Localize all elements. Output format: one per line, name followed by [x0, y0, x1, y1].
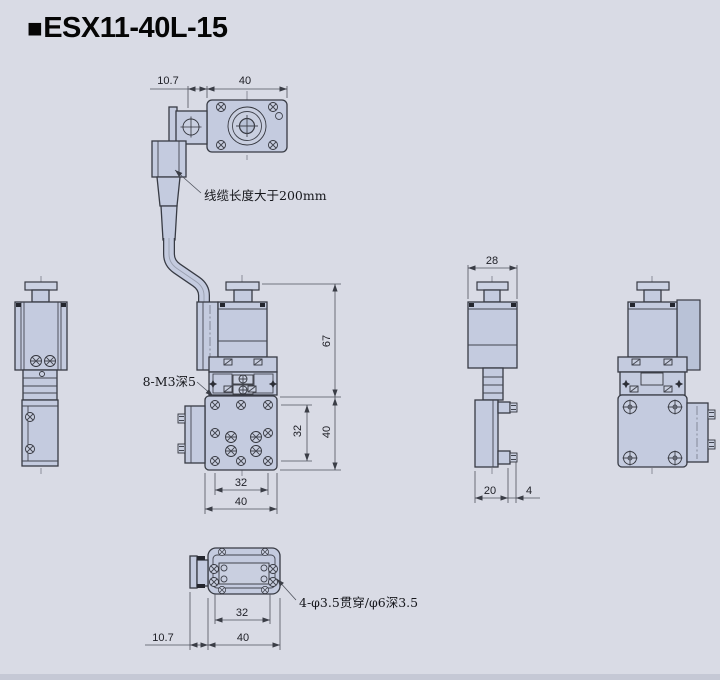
- motor-knob: [225, 281, 260, 303]
- clamp-block: [497, 450, 511, 465]
- screw-icon: [209, 577, 219, 587]
- screw-icon: [25, 444, 35, 454]
- through-holes-label: 4-φ3.5贯穿/φ6深3.5: [299, 595, 418, 610]
- connector-profile: [189, 555, 198, 589]
- dim-front-height: 67: [321, 335, 333, 347]
- dim-bottom-holes: 32: [236, 607, 248, 619]
- right-limit-block: [686, 402, 709, 463]
- cable-note: 线缆长度大于200mm: [173, 168, 327, 203]
- screw-icon: [25, 412, 35, 422]
- dim-front-slide: 32: [292, 425, 304, 437]
- tapped-holes-note: 8-M3深5: [143, 374, 215, 398]
- motor-body: [217, 301, 268, 358]
- tapped-holes-label: 8-M3深5: [143, 374, 196, 389]
- left-limit-block: [177, 405, 206, 464]
- screw-icon: [268, 564, 278, 574]
- through-holes-note: 4-φ3.5贯穿/φ6深3.5: [275, 577, 418, 610]
- clamp-screw-icon: [629, 385, 639, 393]
- page-title: ■ ESX11-40L-15: [27, 12, 228, 45]
- screw-icon: [250, 431, 262, 443]
- dim-side-base: 20: [484, 485, 496, 497]
- screw-icon: [268, 140, 278, 150]
- dim-bottom-offset: 10.7: [152, 632, 173, 644]
- stop-screw-icon: [707, 439, 716, 450]
- bottom-view: [189, 547, 281, 595]
- dim-side-tab: 4: [526, 485, 532, 497]
- stop-screw-icon: [177, 413, 186, 424]
- stop-screw-icon: [509, 402, 518, 413]
- front-dimensions: 67 40 32 32 40: [204, 283, 341, 514]
- dim-front-holes: 32: [235, 477, 247, 489]
- clamp-screw-icon: [631, 358, 641, 366]
- title-marker-icon: ■: [27, 13, 43, 43]
- clamp-screw-icon: [253, 358, 263, 366]
- clamp-screw-icon: [223, 385, 233, 393]
- dim-top-width: 40: [239, 75, 251, 87]
- screw-icon: [250, 445, 262, 457]
- screw-icon: [225, 431, 237, 443]
- dim-front-body: 40: [321, 426, 333, 438]
- screw-icon: [238, 385, 248, 395]
- screw-icon: [268, 102, 278, 112]
- dim-front-width: 40: [235, 496, 247, 508]
- dim-bottom-width: 40: [237, 632, 249, 644]
- screw-icon: [268, 577, 278, 587]
- cable-length-note: 线缆长度大于200mm: [204, 188, 327, 203]
- carriage: [208, 371, 278, 396]
- screw-icon: [216, 102, 226, 112]
- front-view: [177, 275, 278, 480]
- clamp-screw-icon: [223, 358, 233, 366]
- dim-top-offset: 10.7: [157, 75, 178, 87]
- screw-icon: [30, 355, 42, 367]
- clamp-screw-icon: [247, 385, 257, 393]
- clamp-block: [497, 401, 511, 414]
- stop-screw-icon: [177, 443, 186, 454]
- side-view: 28 20 4: [467, 255, 540, 503]
- bottom-strip: [0, 674, 720, 680]
- stop-screw-icon: [509, 452, 518, 463]
- rear-view: [617, 276, 716, 474]
- cable-connector: [151, 140, 187, 178]
- screw-icon: [209, 564, 219, 574]
- top-dimensions: 10.7 40: [150, 75, 288, 108]
- base-plate: [204, 395, 278, 471]
- clamp-screw-icon: [663, 358, 673, 366]
- model-number: ESX11-40L-15: [43, 12, 228, 44]
- bottom-dimensions: 32 10.7 40: [145, 592, 281, 650]
- stop-screw-icon: [707, 409, 716, 420]
- top-view: [168, 91, 288, 160]
- cable-assembly: [151, 140, 210, 303]
- motor-flange: [208, 356, 278, 373]
- dim-side-depth: 28: [486, 255, 498, 267]
- clamp-screw-icon: [663, 385, 673, 393]
- screw-icon: [238, 374, 248, 384]
- left-view: [14, 276, 68, 474]
- screw-icon: [216, 140, 226, 150]
- screw-icon: [225, 445, 237, 457]
- screw-icon: [44, 355, 56, 367]
- pin-hole: [275, 112, 283, 120]
